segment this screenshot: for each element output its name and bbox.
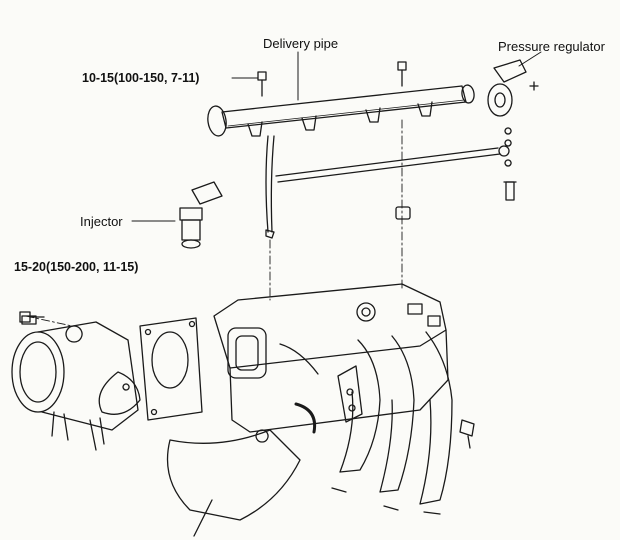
throttle-body-gasket: [139, 317, 203, 421]
leader-lines: [131, 51, 542, 222]
injector-label: Injector: [80, 214, 123, 229]
o-ring: [395, 206, 411, 220]
throttle-body: [11, 315, 141, 451]
assembly-centerlines: [25, 119, 403, 327]
delivery-pipe: [207, 84, 475, 239]
delivery-pipe-bolt-torque-label: 10-15(100-150, 7-11): [82, 71, 200, 85]
manifold-bracket: [459, 419, 475, 449]
intake-manifold: [166, 283, 453, 537]
throttle-body-bolt: [19, 311, 45, 323]
injector-part: [179, 181, 223, 249]
pressure-regulator-label: Pressure regulator: [498, 39, 605, 54]
delivery-pipe-label: Delivery pipe: [263, 36, 339, 51]
delivery-pipe-bolt: [257, 61, 407, 97]
pressure-regulator-part: [487, 59, 539, 201]
throttle-body-bolt-torque-label: 15-20(150-200, 11-15): [14, 260, 139, 274]
fuel-return-pipe: [275, 145, 510, 183]
